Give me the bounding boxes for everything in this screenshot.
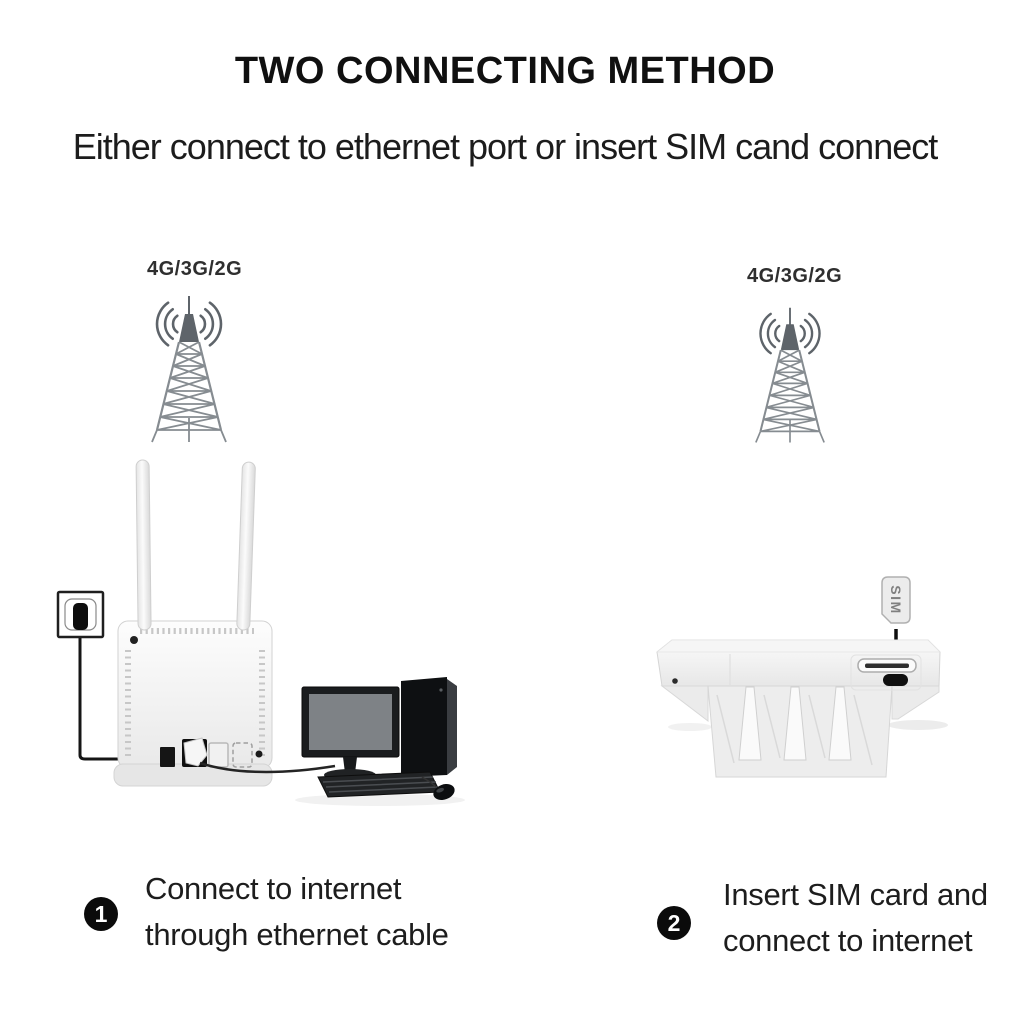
ethernet-cable bbox=[199, 761, 336, 774]
router-icon bbox=[113, 459, 273, 787]
shadow bbox=[888, 720, 948, 730]
caption-2-line-2: connect to internet bbox=[723, 923, 973, 958]
page-title: TWO CONNECTING METHOD bbox=[234, 50, 776, 92]
mouse-cable bbox=[421, 776, 437, 788]
reset-hole bbox=[672, 678, 678, 684]
computer-icon bbox=[295, 677, 465, 806]
step-number-2: 2 bbox=[667, 909, 681, 936]
sim-insertion-illustration: SIM bbox=[655, 576, 948, 778]
lan-port-3 bbox=[232, 742, 253, 768]
power-port bbox=[160, 747, 175, 767]
cell-tower-icon-left bbox=[137, 290, 241, 450]
caption-1-line-1: Connect to internet bbox=[145, 871, 402, 906]
caption-2-line-1: Insert SIM card and bbox=[723, 877, 988, 912]
network-label-left: 4G/3G/2G bbox=[147, 258, 243, 280]
power-cable bbox=[78, 632, 162, 761]
page-subtitle: Either connect to ethernet port or inser… bbox=[72, 126, 939, 167]
antenna-right bbox=[236, 461, 256, 631]
caption-method-1: Connect to internet through ethernet cab… bbox=[145, 866, 449, 958]
port-recess bbox=[850, 654, 922, 691]
right-corner bbox=[891, 685, 940, 720]
monitor-neck bbox=[343, 757, 357, 773]
reset-hole bbox=[255, 750, 263, 758]
router-bottom-icon bbox=[655, 639, 941, 778]
cell-tower-icon-right bbox=[742, 302, 838, 450]
network-label-right: 4G/3G/2G bbox=[747, 265, 843, 287]
lan-port-2 bbox=[208, 742, 229, 768]
pc-tower-side bbox=[447, 679, 457, 775]
sim-card-label: SIM bbox=[888, 585, 904, 614]
usb-port bbox=[883, 674, 908, 686]
antenna-left bbox=[135, 459, 152, 631]
wall-outlet-icon bbox=[56, 590, 105, 639]
ethernet-plug bbox=[183, 737, 208, 767]
step-badge-2: 2 bbox=[657, 906, 691, 940]
sim-slot-opening bbox=[865, 663, 909, 668]
step-badge-1: 1 bbox=[84, 897, 118, 931]
ethernet-connection-illustration bbox=[56, 459, 465, 806]
pc-tower-front bbox=[401, 677, 447, 777]
left-corner bbox=[660, 685, 709, 723]
shadow bbox=[668, 723, 712, 731]
caption-1-line-2: through ethernet cable bbox=[145, 917, 449, 952]
monitor-screen bbox=[309, 694, 392, 750]
mouse bbox=[433, 784, 455, 800]
caption-method-2: Insert SIM card and connect to internet bbox=[723, 872, 988, 964]
step-number-1: 1 bbox=[94, 900, 108, 927]
sim-card-icon: SIM bbox=[881, 576, 911, 624]
wps-button bbox=[130, 636, 138, 644]
